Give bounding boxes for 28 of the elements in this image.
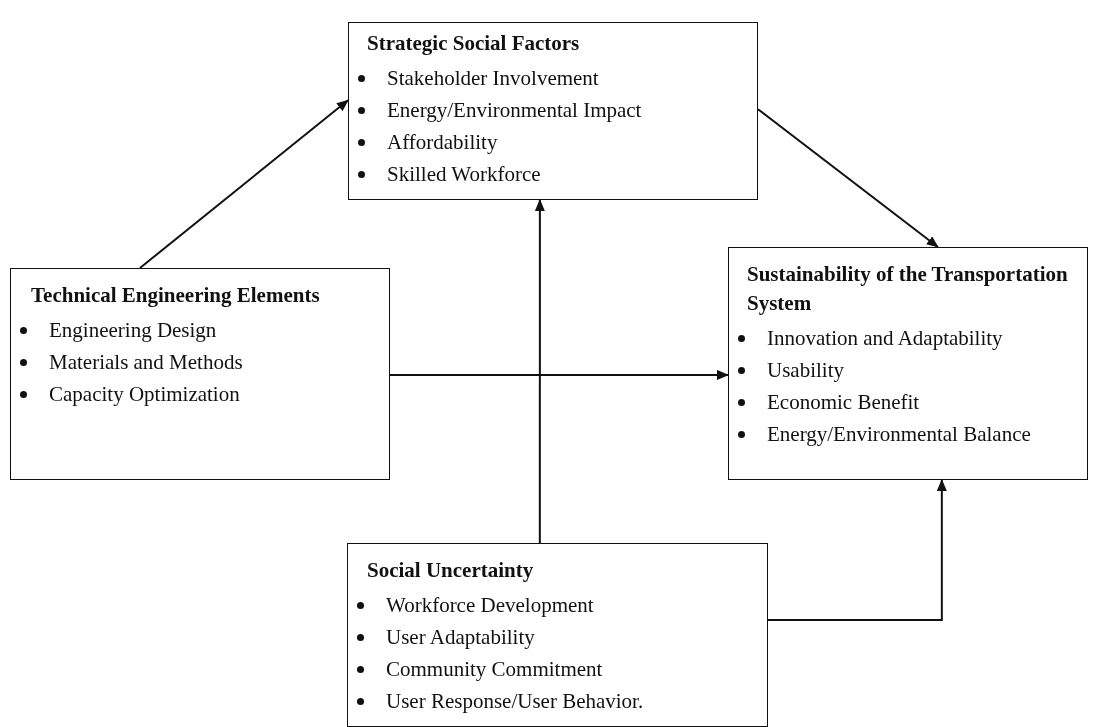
box-heading: Sustainability of the Transportation System bbox=[747, 261, 1069, 317]
bullet-item: Community Commitment bbox=[354, 653, 757, 685]
bullet-item: User Adaptability bbox=[354, 621, 757, 653]
arrow bbox=[389, 369, 729, 380]
bullet-item: Affordability bbox=[355, 126, 747, 158]
arrow bbox=[767, 479, 947, 621]
box-heading: Social Uncertainty bbox=[367, 557, 535, 584]
bullet-item: Stakeholder Involvement bbox=[355, 62, 747, 94]
bullet-item: User Response/User Behavior. bbox=[354, 685, 757, 717]
factor-box bbox=[10, 268, 390, 480]
factor-box bbox=[348, 22, 758, 200]
box-heading: Strategic Social Factors bbox=[367, 30, 581, 57]
arrow bbox=[534, 199, 545, 544]
factor-box bbox=[347, 543, 768, 727]
bullet-item: Skilled Workforce bbox=[355, 158, 747, 190]
arrow bbox=[757, 108, 939, 248]
bullet-item: Innovation and Adaptability bbox=[735, 322, 1081, 354]
bullet-item: Engineering Design bbox=[17, 314, 379, 346]
bullet-item: Energy/Environmental Balance bbox=[735, 418, 1081, 450]
bullet-item: Materials and Methods bbox=[17, 346, 379, 378]
bullet-item: Usability bbox=[735, 354, 1081, 386]
bullet-item: Economic Benefit bbox=[735, 386, 1081, 418]
box-heading: Technical Engineering Elements bbox=[31, 282, 321, 309]
bullet-item: Workforce Development bbox=[354, 589, 757, 621]
bullet-item: Energy/Environmental Impact bbox=[355, 94, 747, 126]
factor-box bbox=[728, 247, 1088, 480]
bullet-item: Capacity Optimization bbox=[17, 378, 379, 410]
arrow bbox=[138, 99, 349, 269]
